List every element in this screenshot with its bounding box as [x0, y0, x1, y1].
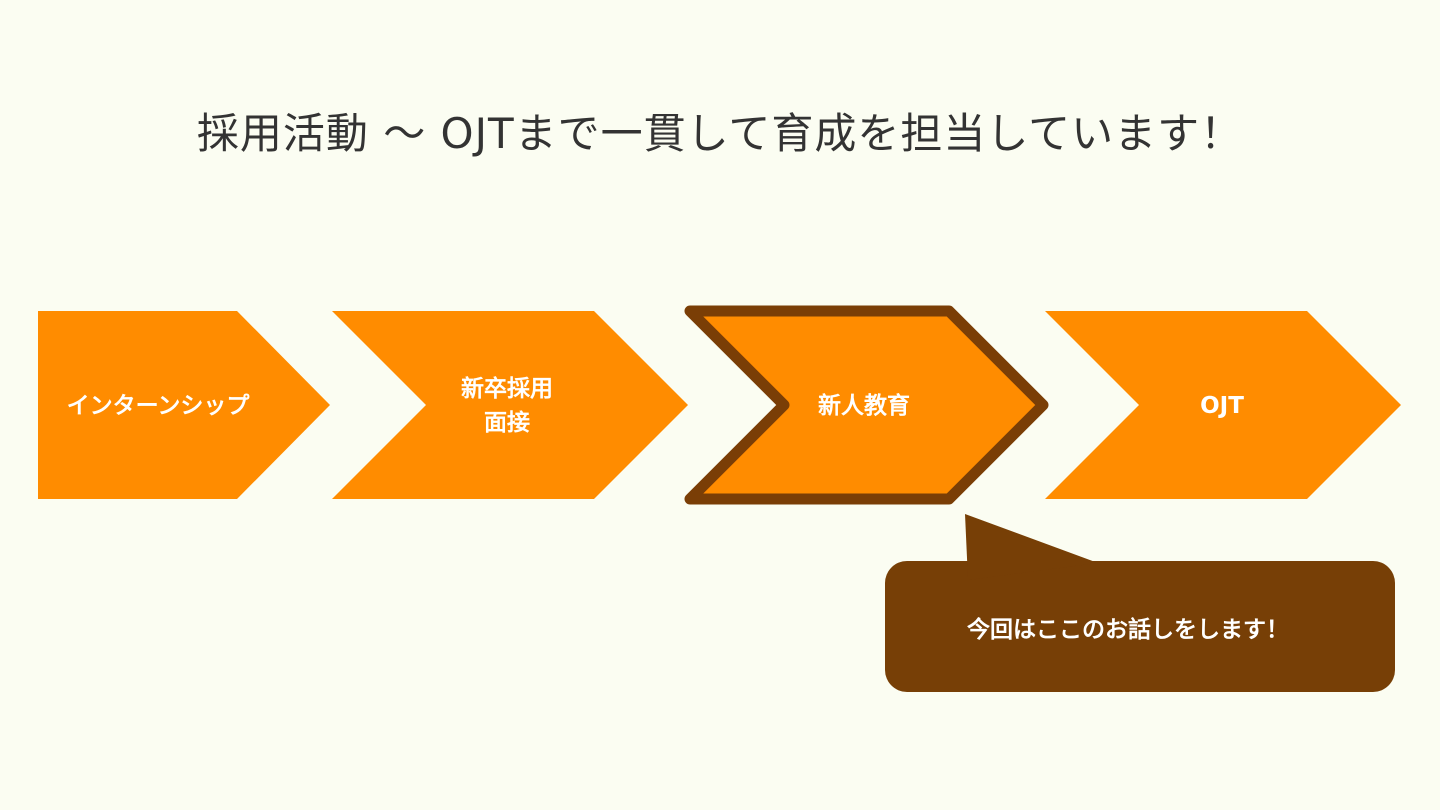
step-new-hire-training: 新人教育	[684, 305, 1049, 505]
step-new-hire-training-label: 新人教育	[818, 392, 910, 419]
callout-bubble	[885, 561, 1395, 692]
step-internship-label: インターンシップ	[67, 393, 251, 419]
step-recruit-interview-arrow	[332, 311, 688, 499]
callout: 今回はここのお話しをします！	[885, 514, 1395, 692]
step-ojt-label: OJT	[1200, 393, 1244, 419]
slide-title: 採用活動 〜 OJTまで一貫して育成を担当しています！	[196, 109, 1244, 158]
callout-text: 今回はここのお話しをします！	[967, 616, 1289, 643]
step-recruit-interview: 新卒採用 面接	[332, 311, 688, 499]
step-ojt: OJT	[1045, 311, 1401, 499]
step-internship-arrow	[38, 311, 330, 499]
step-ojt-arrow	[1045, 311, 1401, 499]
step-recruit-interview-label-line2: 面接	[484, 410, 530, 436]
callout-pointer	[965, 514, 1098, 580]
step-recruit-interview-label-line1: 新卒採用	[461, 375, 553, 402]
step-new-hire-training-arrow	[684, 305, 1049, 505]
step-internship: インターンシップ	[38, 311, 330, 499]
